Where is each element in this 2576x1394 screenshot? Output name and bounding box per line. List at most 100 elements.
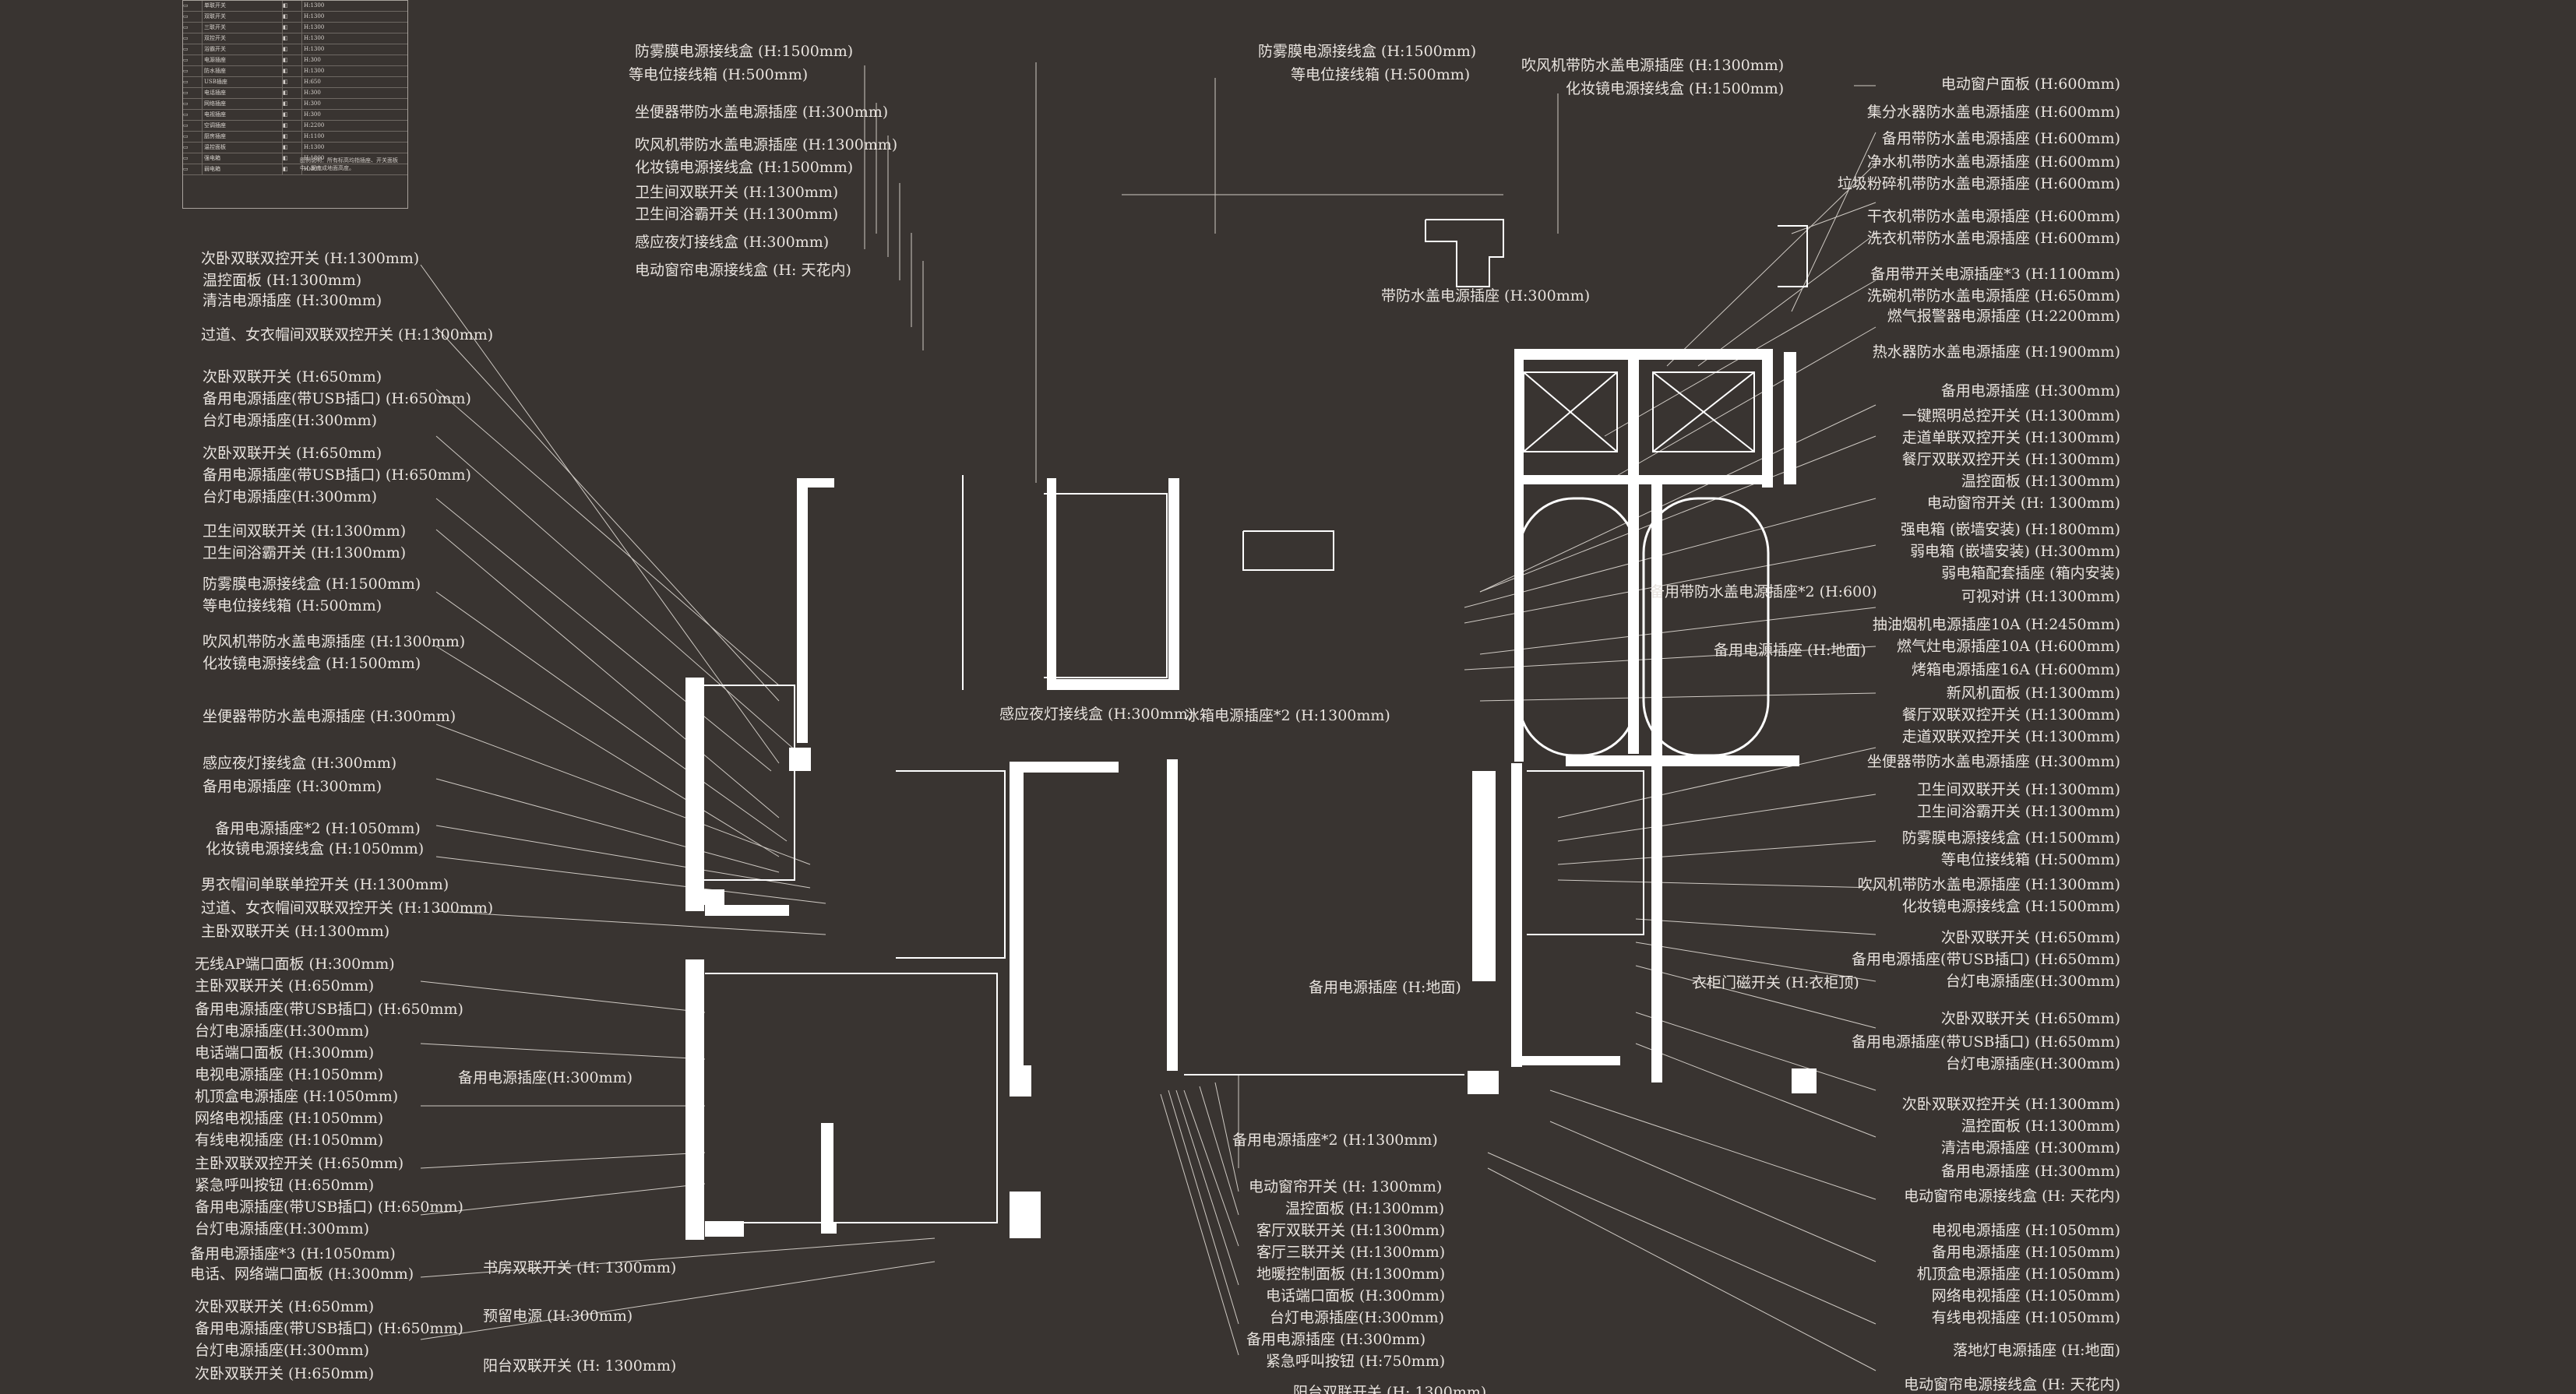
legend-item-height: H:300 [304, 111, 321, 118]
labels-left-8: 备用电源插座(带USB插口) (H:650mm) [203, 466, 471, 484]
wall-17 [1628, 352, 1639, 484]
leader-line-44 [1557, 747, 1876, 818]
legend-item-height: H:1300 [304, 68, 325, 74]
labels-left-29: 电视电源插座 (H:1050mm) [195, 1066, 384, 1083]
wall-8 [1047, 478, 1056, 688]
leader-line-19 [435, 778, 780, 873]
wall-19 [1762, 349, 1773, 488]
labels-right-29: 卫生间浴霸开关 (H:1300mm) [1916, 803, 2120, 820]
leader-line-11 [435, 326, 780, 702]
legend-item-label: 浴霸开关 [203, 44, 283, 55]
labels-right-40: 次卧双联双控开关 (H:1300mm) [1901, 1096, 2120, 1113]
labels-right-48: 网络电视插座 (H:1050mm) [1931, 1287, 2120, 1304]
labels-bottom_mid-8: 紧急呼叫按钮 (H:750mm) [1266, 1353, 1446, 1370]
labels-right-46: 备用电源插座 (H:1050mm) [1931, 1244, 2120, 1261]
wall-0 [797, 478, 808, 743]
labels-right-7: 备用带开关电源插座*3 (H:1100mm) [1870, 266, 2120, 283]
labels-left-31: 网络电视插座 (H:1050mm) [195, 1110, 384, 1127]
labels-left-14: 吹风机带防水盖电源插座 (H:1300mm) [203, 633, 466, 650]
labels-right-15: 温控面板 (H:1300mm) [1961, 473, 2120, 490]
labels-right-37: 次卧双联开关 (H:650mm) [1940, 1010, 2120, 1027]
labels-bottom_mid-2: 客厅双联开关 (H:1300mm) [1256, 1222, 1446, 1239]
wall-27 [1010, 1192, 1041, 1238]
leader-line-20 [435, 825, 811, 889]
leader-line-27 [420, 1183, 706, 1216]
leader-line-28 [420, 1237, 936, 1278]
labels-right-1: 集分水器防水盖电源插座 (H:600mm) [1866, 104, 2120, 121]
labels-right-18: 弱电箱 (嵌墙安装) (H:300mm) [1910, 543, 2120, 560]
leader-line-34 [1697, 233, 1876, 367]
labels-left-41: 台灯电源插座(H:300mm) [195, 1342, 370, 1359]
label-reserved: 预留电源 (H:300mm) [483, 1308, 633, 1325]
leader-line-41 [1479, 607, 1876, 655]
labels-left-20: 化妆镜电源接线盒 (H:1050mm) [206, 840, 425, 857]
labels-left-1: 温控面板 (H:1300mm) [203, 272, 362, 289]
legend-row: ▭三联开关◧H:1300 [183, 23, 407, 33]
leader-line-54 [1549, 1121, 1876, 1262]
legend-item-height: H:300 [304, 90, 321, 96]
leader-line-56 [1487, 1167, 1876, 1371]
wall-20 [1514, 475, 1773, 484]
wall-30 [1511, 1056, 1620, 1065]
labels-bottom_mid-3: 客厅三联开关 (H:1300mm) [1256, 1244, 1446, 1261]
legend-item-height: H:2200 [304, 122, 325, 128]
wall-24 [1472, 771, 1496, 981]
labels-right-38: 备用电源插座(带USB插口) (H:650mm) [1852, 1033, 2120, 1051]
legend-item-label: 单联开关 [203, 1, 283, 11]
labels-right-13: 走道单联双控开关 (H:1300mm) [1901, 429, 2120, 446]
labels-left-10: 卫生间双联开关 (H:1300mm) [203, 523, 407, 540]
leader-line-29 [420, 1261, 936, 1340]
labels-right-21: 抽油烟机电源插座10A (H:2450mm) [1872, 616, 2120, 633]
labels-right-35: 备用电源插座(带USB插口) (H:650mm) [1852, 951, 2120, 968]
label-top-left-5: 卫生间双联开关 (H:1300mm) [635, 184, 839, 201]
kitchen-outline [1044, 493, 1168, 678]
labels-right-34: 次卧双联开关 (H:650mm) [1940, 929, 2120, 946]
label-top-left-1: 等电位接线箱 (H:500mm) [629, 66, 809, 83]
wardrobe-outline [1425, 219, 1504, 287]
leader-line-55 [1487, 1152, 1876, 1325]
legend-row: ▭电源插座◧H:300 [183, 55, 407, 66]
labels-right-41: 温控面板 (H:1300mm) [1961, 1118, 2120, 1135]
labels-bottom_mid-6: 台灯电源插座(H:300mm) [1270, 1309, 1445, 1326]
legend-table: ▭单联开关◧H:1300▭双联开关◧H:1300▭三联开关◧H:1300▭双控开… [182, 0, 408, 209]
legend-item-label: 空调插座 [203, 121, 283, 131]
shaft-box [1523, 371, 1618, 452]
labels-left-38: 电话、网络端口面板 (H:300mm) [190, 1266, 414, 1283]
wall-1 [797, 478, 834, 488]
legend-row: ▭双联开关◧H:1300 [183, 12, 407, 23]
labels-left-5: 备用电源插座(带USB插口) (H:650mm) [203, 390, 471, 407]
label-top-left-6: 卫生间浴霸开关 (H:1300mm) [635, 206, 839, 223]
labels-left-2: 清洁电源插座 (H:300mm) [203, 292, 382, 309]
label-top-mid-0: 防雾膜电源接线盒 (H:1500mm) [1258, 43, 1477, 60]
leader-line-48 [1635, 918, 1876, 935]
labels-left-13: 等电位接线箱 (H:500mm) [203, 597, 382, 614]
wall-10 [1168, 478, 1179, 690]
labels-left-11: 卫生间浴霸开关 (H:1300mm) [203, 544, 407, 561]
leader-line-50 [1635, 965, 1876, 1029]
legend-item-height: H:1300 [304, 35, 325, 41]
labels-left-9: 台灯电源插座(H:300mm) [203, 488, 378, 505]
label-top-mid-2: 吹风机带防水盖电源插座 (H:1300mm) [1521, 57, 1785, 74]
labels-left-25: 主卧双联开关 (H:650mm) [195, 977, 375, 994]
shaft-box [1652, 371, 1755, 452]
leader-line-10 [420, 264, 780, 764]
labels-left-16: 坐便器带防水盖电源插座 (H:300mm) [203, 708, 456, 725]
label-top-left-8: 电动窗帘电源接线盒 (H: 天花内) [635, 262, 851, 279]
labels-bottom_mid-5: 电话端口面板 (H:300mm) [1266, 1287, 1446, 1304]
labels-bottom_mid-4: 地暖控制面板 (H:1300mm) [1256, 1266, 1446, 1283]
labels-bottom_mid-9: 阳台双联开关 (H: 1300mm) [1293, 1384, 1487, 1394]
leader-line-45 [1557, 794, 1876, 842]
legend-item-label: 厨房插座 [203, 132, 283, 142]
legend-item-height: H:300 [304, 57, 321, 63]
leader-line-13 [435, 435, 811, 764]
legend-item-label: 弱电箱 [203, 164, 283, 174]
legend-item-height: H:1300 [304, 2, 325, 9]
leader-line-61 [1175, 1090, 1239, 1286]
labels-right-25: 餐厅双联双控开关 (H:1300mm) [1901, 706, 2120, 723]
leader-line-39 [1464, 498, 1876, 608]
label-spare-floor-1: 备用电源插座 (H:地面) [1309, 979, 1461, 996]
legend-row: ▭温控面板◧H:1300 [183, 143, 407, 153]
legend-row: ▭强电箱◧H:1800 [183, 153, 407, 164]
labels-left-4: 次卧双联开关 (H:650mm) [203, 368, 382, 385]
